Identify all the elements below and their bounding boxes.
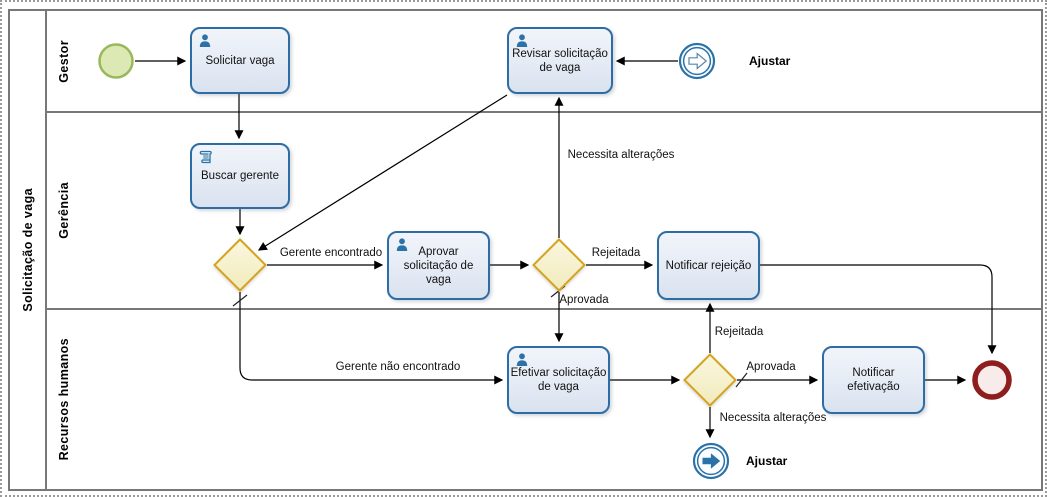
flow-label-gerente-nao-encontrado: Gerente não encontrado [335, 361, 461, 373]
flow-label-aprovada: Aprovada [746, 361, 796, 373]
task-label: Notificar efetivação [847, 367, 900, 393]
link-throw-event-ajustar[interactable] [692, 442, 730, 480]
flow-label-necessita-alteracoes: Necessita alterações [719, 412, 827, 424]
pool-title: Solicitação de vaga [20, 188, 35, 312]
pool-header: Solicitação de vaga [10, 11, 47, 489]
task-revisar-solicitacao-de-vaga[interactable]: Revisar solicitação de vaga [507, 27, 613, 94]
task-solicitar-vaga[interactable]: Solicitar vaga [190, 27, 290, 94]
task-label: Notificar rejeição [665, 259, 752, 272]
flow-label-rejeitada: Rejeitada [591, 247, 641, 259]
lane-gestor: Gestor [47, 11, 1041, 113]
task-label: Efetivar solicitação de vaga [510, 367, 607, 393]
end-event[interactable] [970, 358, 1014, 402]
task-aprovar-solicitacao-de-vaga[interactable]: Aprovar solicitação de vaga [387, 231, 490, 300]
ajustar-catch-label: Ajustar [749, 54, 791, 68]
flow-label-aprovada: Aprovada [559, 294, 609, 306]
user-icon [396, 238, 408, 251]
user-icon [516, 34, 528, 47]
link-throw-arrow-icon [702, 453, 721, 469]
task-label: Revisar solicitação de vaga [512, 47, 608, 74]
start-event[interactable] [97, 42, 135, 80]
task-notificar-rejeicao[interactable]: Notificar rejeição [657, 231, 760, 300]
user-icon [199, 34, 211, 47]
task-label: Buscar gerente [201, 170, 279, 182]
script-icon [199, 150, 212, 164]
ajustar-throw-label: Ajustar [746, 454, 788, 468]
link-catch-arrow-icon [688, 52, 708, 70]
flow-label-gerente-encontrado: Gerente encontrado [279, 247, 383, 259]
task-efetivar-solicitacao-de-vaga[interactable]: Efetivar solicitação de vaga [507, 346, 610, 414]
lane-recursos-humanos-label: Recursos humanos [57, 338, 71, 461]
task-label: Aprovar solicitação de vaga [403, 245, 474, 286]
task-label: Solicitar vaga [205, 54, 275, 67]
lane-gerencia: Gerência [47, 113, 1041, 310]
user-icon [516, 353, 528, 366]
link-catch-event-ajustar[interactable] [678, 42, 716, 80]
lane-gestor-label: Gestor [57, 39, 71, 83]
pool-solicitacao-de-vaga: Solicitação de vaga Gestor Gerência Recu… [8, 9, 1043, 491]
lane-container: Gestor Gerência Recursos humanos [47, 11, 1041, 489]
flow-label-necessita-alteracoes: Necessita alterações [567, 149, 675, 161]
task-buscar-gerente[interactable]: Buscar gerente [190, 143, 290, 209]
lane-gerencia-label: Gerência [57, 182, 71, 239]
flow-label-rejeitada: Rejeitada [714, 326, 764, 338]
task-notificar-efetivacao[interactable]: Notificar efetivação [822, 346, 925, 414]
